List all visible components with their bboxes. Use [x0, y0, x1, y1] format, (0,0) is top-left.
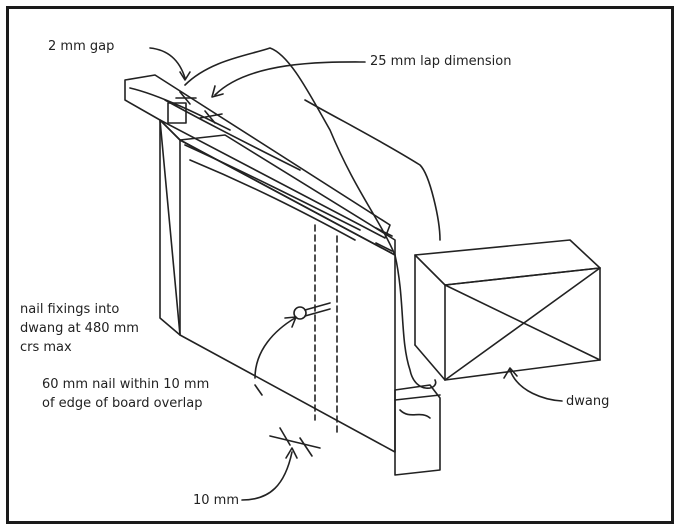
leader-nail [254, 316, 297, 379]
leader-gap [149, 47, 191, 81]
label-nail: 60 mm nail within 10 mm of edge of board… [42, 375, 209, 413]
label-dwang: dwang [566, 394, 610, 409]
main-weatherboard [159, 119, 396, 453]
label-gap: 2 mm gap [48, 39, 115, 54]
lap-dimension-marks [175, 91, 223, 124]
diagram-frame [6, 6, 674, 524]
building-wrap-fold [304, 99, 441, 241]
leader-lap [211, 61, 366, 98]
dwang [414, 239, 601, 381]
label-nail-line2: of edge of board overlap [42, 396, 203, 411]
upper-weatherboard [124, 74, 391, 239]
label-nail-fixings-line3: crs max [20, 340, 72, 355]
label-ten-mm: 10 mm [193, 493, 240, 508]
building-wrap [184, 47, 437, 389]
label-nail-fixings-line2: dwang at 480 mm [20, 321, 139, 336]
nail [293, 302, 331, 320]
label-nail-fixings-line1: nail fixings into [20, 302, 120, 317]
label-lap: 25 mm lap dimension [370, 54, 512, 69]
leader-dwang [503, 367, 563, 402]
lower-weatherboard [394, 384, 441, 476]
leader-ten-mm [241, 447, 298, 501]
label-nail-fixings: nail fixings into dwang at 480 mm crs ma… [20, 300, 139, 357]
ten-mm-dimension-marks [254, 384, 321, 457]
label-nail-line1: 60 mm nail within 10 mm [42, 377, 210, 392]
